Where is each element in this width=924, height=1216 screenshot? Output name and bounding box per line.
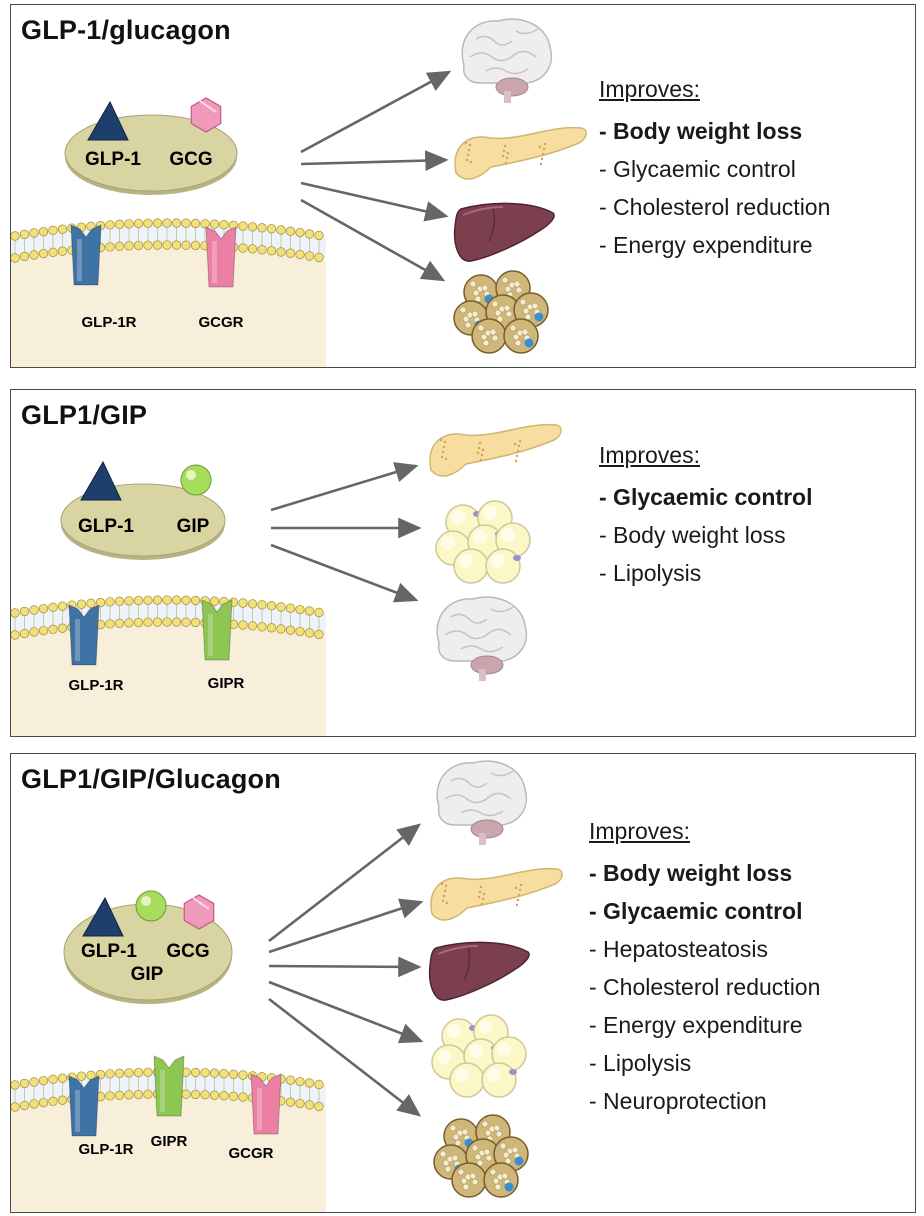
liver-icon [453,202,555,262]
effect-item: - Hepatosteatosis [589,936,768,962]
arrows [300,70,452,282]
glp1-receptor-icon [70,224,102,286]
ligand-label: GCG [166,941,209,962]
liver-icon [428,941,530,1001]
panel-glp1-gip-glucagon: GLP1/GIP/Glucagon GLP-1R GIPR GCGR GLP-1… [10,753,916,1213]
receptor-label: GLP-1R [78,1141,133,1158]
effect-item: - Glycaemic control [599,156,796,182]
improves-list: Improves: - Body weight loss - Glycaemic c… [599,70,830,264]
arrows [268,823,424,1117]
panel-art: GLP-1R GIPR GLP-1 GIP [11,423,562,736]
brain-icon [461,18,553,103]
gip-ligand-icon [135,890,167,922]
effect-item: - Energy expenditure [599,232,813,258]
receptor-label: GIPR [151,1133,188,1150]
receptor-label: GIPR [208,675,245,692]
ligand-label: GIP [177,516,210,537]
glp1-ligand-icon [87,100,129,141]
effect-item: - Glycaemic control [589,898,803,924]
effect-item: - Energy expenditure [589,1012,803,1038]
receptor-label: GLP-1R [68,677,123,694]
gcg-ligand-icon [190,97,222,133]
receptor-label: GLP-1R [81,314,136,331]
white-adipose-icon [431,1014,527,1098]
effect-item: - Neuroprotection [589,1088,767,1114]
glp1-receptor-icon [68,604,100,666]
effect-item: - Cholesterol reduction [599,194,831,220]
brown-adipose-icon [453,270,549,354]
cell-membrane [11,218,326,367]
panel-title: GLP-1/glucagon [21,15,231,45]
ligand-label: GLP-1 [85,149,141,170]
improves-list: Improves: - Body weight loss - Glycaemic c… [589,812,820,1120]
improves-list: Improves: - Glycaemic control - Body weigh… [599,436,812,592]
gip-receptor-icon [201,599,233,661]
panel-art: GLP-1R GCGR GLP-1 GCG [11,18,587,367]
ligand-label: GCG [169,149,212,170]
ligand-label: GIP [131,964,164,985]
brown-adipose-icon [433,1114,529,1198]
brain-icon [436,596,528,681]
glp1-receptor-icon [68,1075,100,1137]
pancreas-icon [429,423,562,477]
gip-ligand-icon [180,464,212,496]
panel-glp1-gip: GLP1/GIP GLP-1R GIPR GLP-1 GIP Improves:… [10,389,916,737]
improves-header: Improves: [599,76,700,102]
panel-glp1-glucagon: GLP-1/glucagon GLP-1R GCGR GLP-1 GCG Imp… [10,4,916,368]
receptor-label: GCGR [199,314,244,331]
effect-item: - Cholesterol reduction [589,974,821,1000]
brain-icon [436,760,528,845]
gcg-receptor-icon [205,226,237,288]
effect-item: - Glycaemic control [599,484,813,510]
ligand-label: GLP-1 [78,516,134,537]
glp1-ligand-icon [80,460,122,501]
effect-item: - Lipolysis [589,1050,692,1076]
effect-item: - Body weight loss [589,860,793,886]
receptor-label: GCGR [229,1145,274,1162]
improves-header: Improves: [599,442,700,468]
improves-header: Improves: [589,818,690,844]
glp1-ligand-icon [82,896,124,937]
arrows [270,462,422,603]
gip-receptor-icon [153,1055,185,1117]
effect-item: - Lipolysis [599,560,702,586]
pancreas-icon [454,126,587,180]
cell-membrane [11,595,326,736]
effect-item: - Body weight loss [599,522,786,548]
panel-art: GLP-1R GIPR GCGR GLP-1 GCG GIP [11,760,563,1212]
effect-item: - Body weight loss [599,118,803,144]
ligand-carrier-disc [60,483,226,560]
gcg-receptor-icon [250,1073,282,1135]
pancreas-icon [430,867,563,921]
ligand-label: GLP-1 [81,941,137,962]
white-adipose-icon [435,500,531,584]
panel-title: GLP1/GIP [21,400,148,430]
gcg-ligand-icon [183,894,215,930]
panel-title: GLP1/GIP/Glucagon [21,764,281,794]
